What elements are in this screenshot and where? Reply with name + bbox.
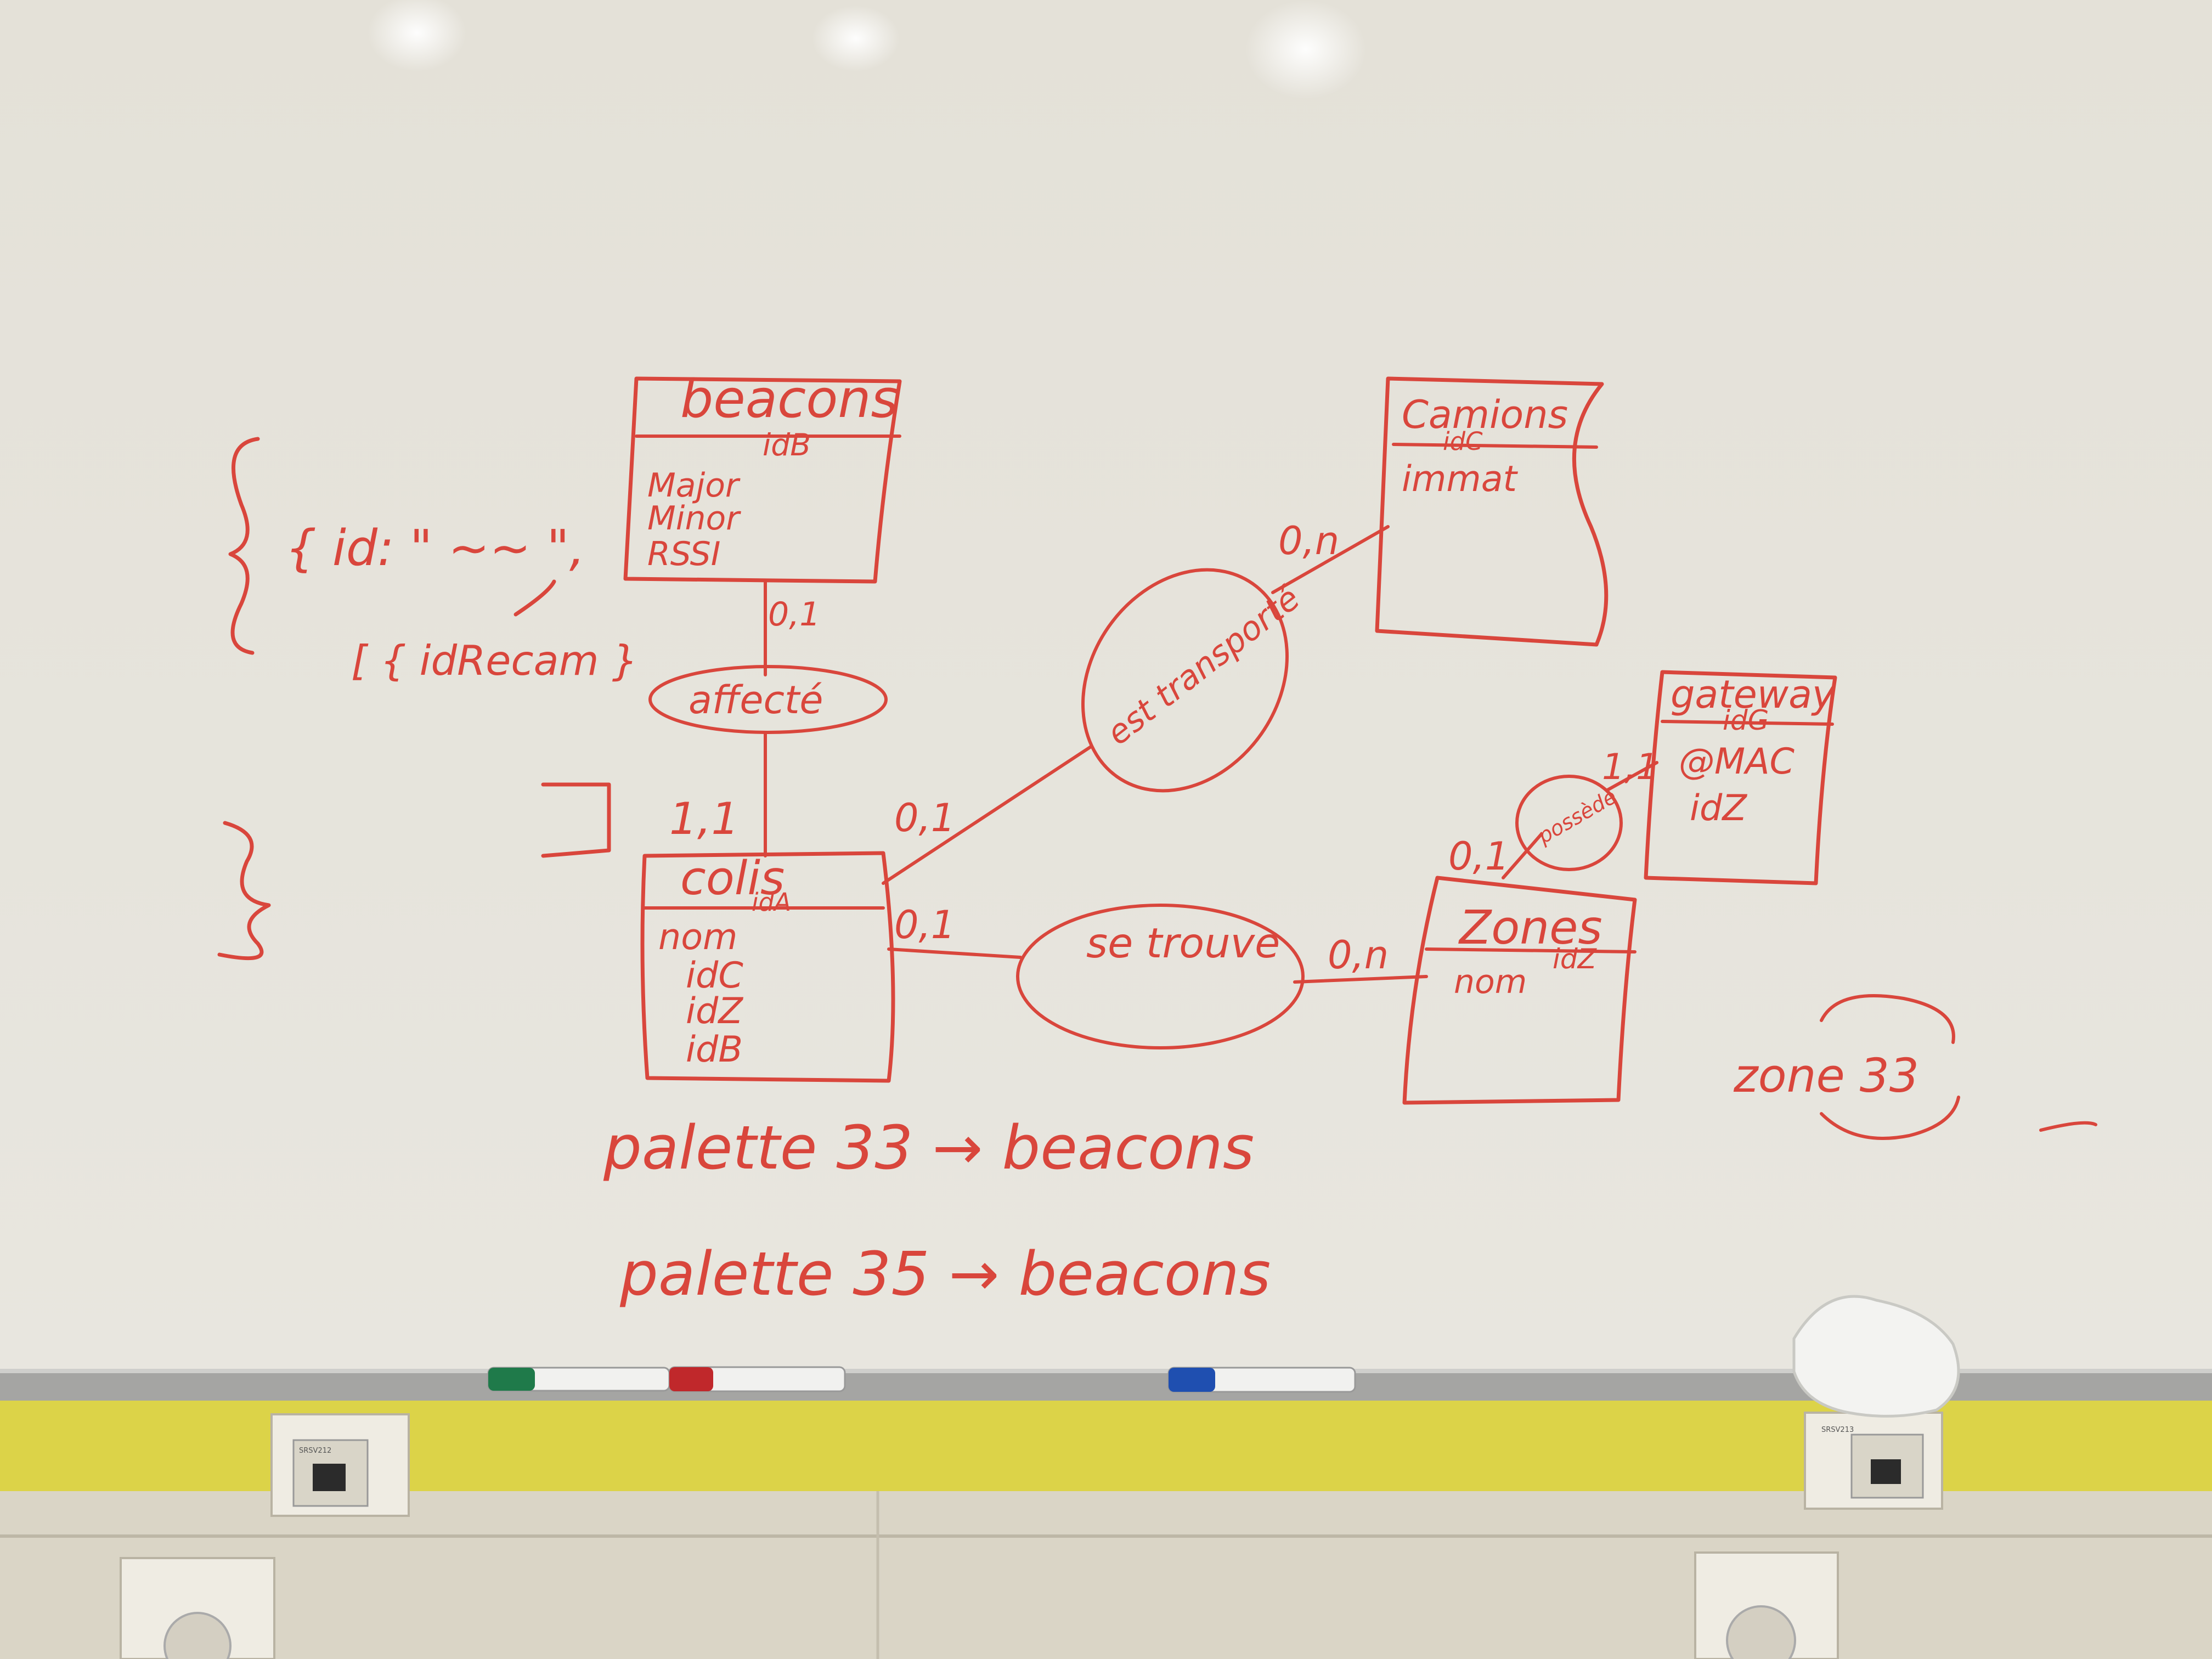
beacons-id: idB bbox=[763, 427, 811, 462]
colis-id: idA bbox=[752, 888, 791, 917]
red-marker[interactable] bbox=[668, 1366, 846, 1392]
zones-id: idZ bbox=[1553, 943, 1598, 975]
camions-id: idC bbox=[1443, 427, 1483, 456]
whiteboard-surface bbox=[0, 0, 2212, 1372]
eraser-cloth bbox=[1792, 1295, 1960, 1418]
power-outlet-left bbox=[120, 1557, 275, 1659]
zones-title: Zones bbox=[1458, 901, 1602, 955]
colis-field-idz: idZ bbox=[686, 991, 743, 1032]
palette-note-2: palette 35 → beacons bbox=[619, 1239, 1271, 1309]
beacons-title: beacons bbox=[680, 369, 898, 430]
wall-plate-left: SRSV212 bbox=[270, 1413, 410, 1517]
plate-label-left: SRSV212 bbox=[299, 1447, 331, 1455]
colis-field-idb: idB bbox=[686, 1029, 743, 1070]
card-zones-setrouve: 0,n bbox=[1328, 933, 1389, 978]
card-colis-transporte: 0,1 bbox=[894, 795, 955, 840]
gateway-field-idz: idZ bbox=[1690, 788, 1747, 829]
palette-note-1: palette 33 → beacons bbox=[603, 1113, 1254, 1183]
card-gateway-possede: 1,1 bbox=[1602, 747, 1658, 788]
colis-field-idc: idC bbox=[686, 955, 743, 996]
light-glare-1 bbox=[368, 0, 466, 71]
json-sketch: { id: " ~~ ", [ { idRecam } bbox=[217, 437, 638, 961]
power-outlet-right bbox=[1694, 1551, 1839, 1659]
affecte-label: affecté bbox=[689, 678, 823, 723]
beacons-field-rssi: RSSI bbox=[647, 535, 720, 573]
entity-zones: Zones idZ nom bbox=[1402, 876, 1637, 1105]
light-glare-2 bbox=[812, 5, 900, 71]
beacons-field-minor: Minor bbox=[647, 499, 741, 538]
plate-label-right: SRSV213 bbox=[1821, 1426, 1854, 1434]
zone-loop-text: zone 33 bbox=[1733, 1049, 1919, 1103]
light-glare-3 bbox=[1245, 0, 1366, 99]
zones-field-nom: nom bbox=[1454, 963, 1527, 1001]
entity-beacons: beacons idB Major Minor RSSI bbox=[623, 369, 902, 584]
card-colis-setrouve: 0,1 bbox=[894, 902, 955, 947]
zone-loop-note: zone 33 bbox=[1733, 994, 2097, 1140]
assoc-affecte: affecté bbox=[648, 665, 888, 734]
beacons-field-major: Major bbox=[647, 466, 741, 505]
card-beacons-affecte: 0,1 bbox=[768, 595, 820, 634]
blue-marker[interactable] bbox=[1167, 1367, 1356, 1393]
lower-wall bbox=[0, 1491, 2212, 1659]
entity-gateway: gateway idG @MAC idZ bbox=[1644, 670, 1837, 885]
assoc-se-trouve: se trouve bbox=[1016, 904, 1305, 1049]
json-open-text: { id: " ~~ ", bbox=[285, 520, 585, 577]
entity-camions: Camions idC immat bbox=[1375, 376, 1609, 647]
entity-colis: colis idA nom idC idZ idB bbox=[640, 851, 895, 1083]
card-zones-possede: 0,1 bbox=[1448, 834, 1509, 879]
colis-field-nom: nom bbox=[658, 917, 737, 958]
wall-plate-right: SRSV213 bbox=[1804, 1412, 1943, 1510]
camions-title: Camions bbox=[1402, 392, 1568, 437]
gateway-id: idG bbox=[1723, 704, 1769, 736]
gateway-field-mac: @MAC bbox=[1679, 741, 1795, 782]
json-nested-text: [ { idRecam } bbox=[351, 636, 638, 685]
green-marker[interactable] bbox=[487, 1367, 670, 1392]
card-colis-affecte: 1,1 bbox=[669, 793, 739, 844]
camions-field-immat: immat bbox=[1402, 459, 1519, 500]
se-trouve-label: se trouve bbox=[1086, 919, 1280, 967]
colis-title: colis bbox=[680, 851, 785, 906]
gateway-title: gateway bbox=[1671, 672, 1836, 717]
card-camions-transporte: 0,n bbox=[1278, 518, 1339, 563]
